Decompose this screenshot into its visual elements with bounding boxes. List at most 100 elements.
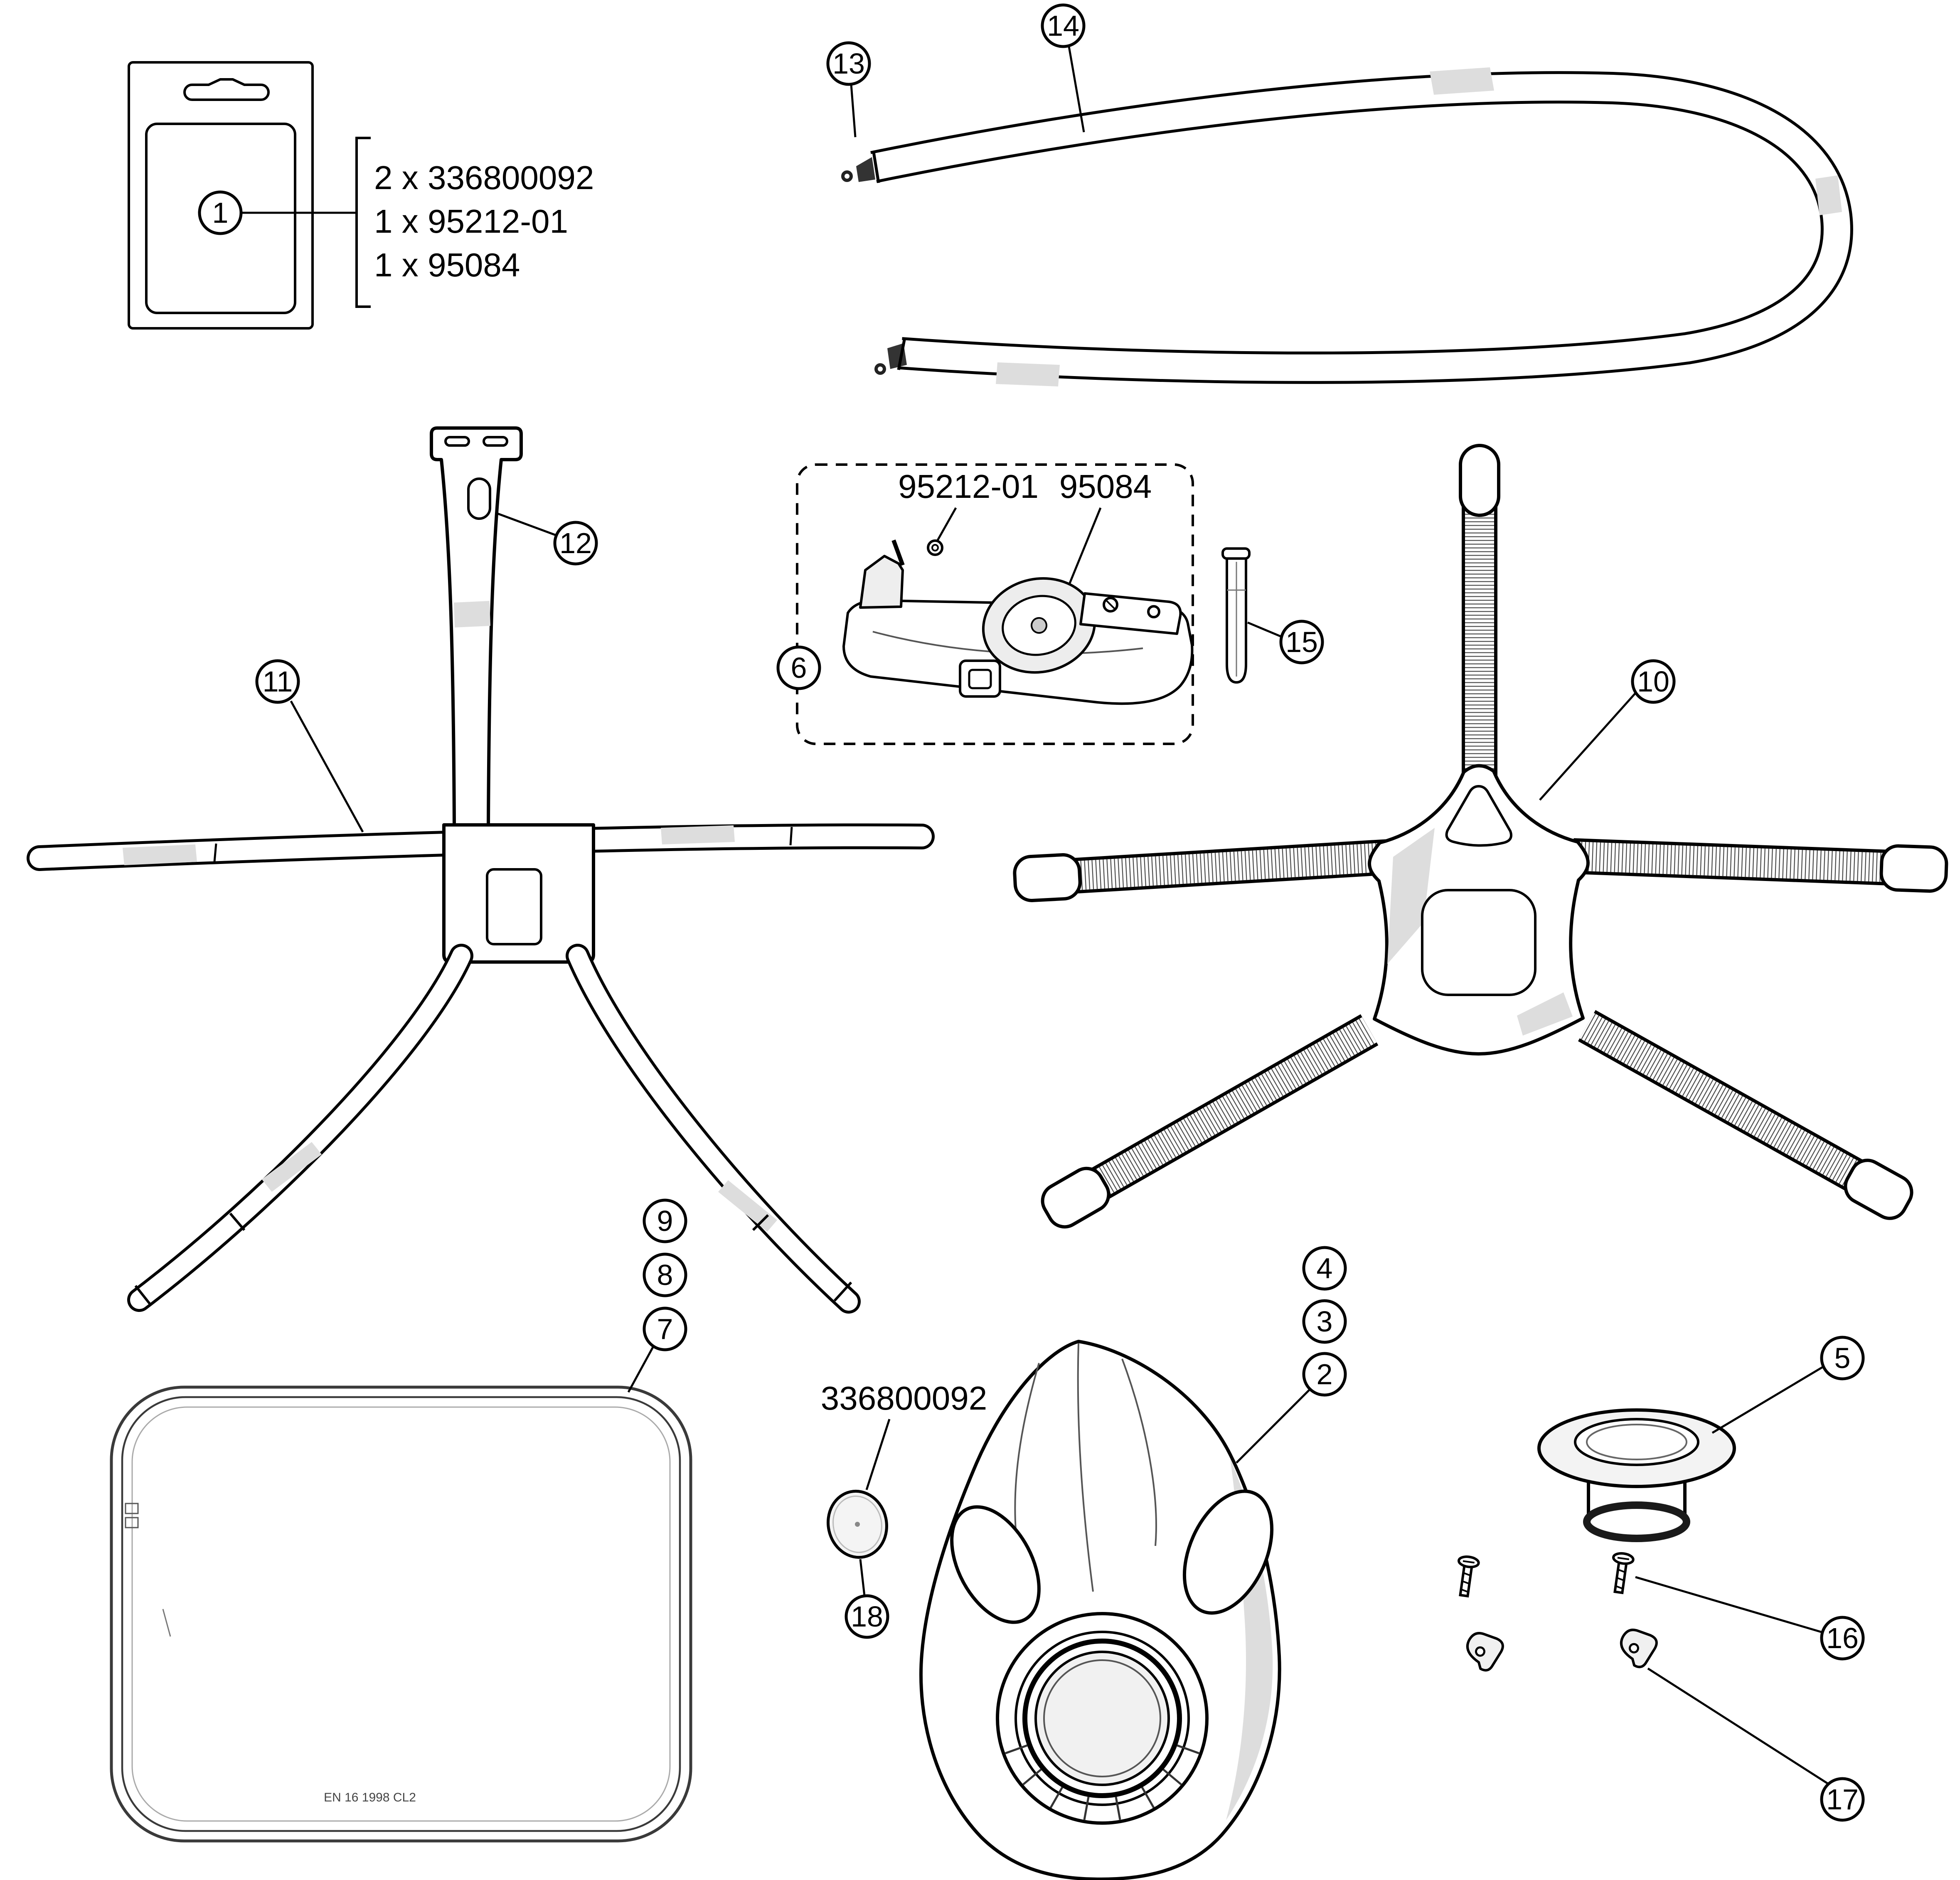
- strap-end-clip-bottom: [874, 340, 907, 375]
- leader-line: [496, 512, 556, 536]
- callout-14: 14: [1041, 3, 1086, 48]
- valve-pin: [891, 539, 905, 566]
- screw-slot: [1463, 1560, 1475, 1564]
- screws-and-clips: 16 17: [1458, 1552, 1865, 1822]
- callout-2-circle: [1302, 1352, 1347, 1397]
- callout-1-label: 1: [212, 197, 229, 229]
- visor-inner-line: [131, 1406, 671, 1822]
- cover-screw-slot: [1106, 600, 1115, 610]
- mask-seam: [1121, 1358, 1157, 1546]
- o-ring-inner: [931, 544, 939, 551]
- mask-seam: [1077, 1343, 1094, 1592]
- callout-1: 1: [198, 190, 243, 235]
- package-contents-line-3: 1 x 95084: [374, 246, 520, 283]
- callout-10: 10: [1631, 659, 1676, 704]
- strap-shading-patch: [996, 362, 1060, 386]
- mask-right-valve-hole: [1182, 1489, 1274, 1615]
- clip-hole: [1628, 1643, 1639, 1654]
- strap-shading-patch: [1815, 175, 1842, 215]
- lower-left-strap-ribs: [1090, 1017, 1377, 1198]
- port-opening: [1574, 1418, 1699, 1466]
- strap-end-cap: [1879, 844, 1948, 893]
- callout-16-circle: [1820, 1616, 1865, 1661]
- callout-7-circle: [643, 1307, 687, 1351]
- callout-8-label: 8: [657, 1259, 673, 1291]
- leg-end-tick: [134, 1285, 153, 1307]
- callout-9-label: 9: [657, 1205, 673, 1237]
- clip-right: [1620, 1629, 1658, 1668]
- pad-triangle-hole: [1445, 785, 1512, 847]
- inner-mask: 4 3 2: [919, 1246, 1347, 1880]
- bar-shading-patch: [123, 844, 197, 865]
- top-strap-end-cap: [1459, 444, 1500, 517]
- strap-shading-patch: [1430, 67, 1494, 95]
- screw-slot: [1617, 1557, 1629, 1560]
- callout-11-label: 11: [263, 665, 293, 698]
- mask-port-opening: [1034, 1651, 1170, 1786]
- leader-line: [1635, 1576, 1823, 1634]
- visor-outer-line: [110, 1385, 692, 1843]
- callout-3-circle: [1302, 1299, 1347, 1344]
- leader-line: [1539, 692, 1636, 801]
- callout-10-label: 10: [1637, 665, 1669, 698]
- pad-centre-hole: [1421, 889, 1536, 996]
- head-harness: 10: [1013, 444, 1948, 1229]
- callout-8-circle: [643, 1253, 687, 1297]
- bar-shading-patch: [661, 825, 735, 844]
- leader-line: [1711, 1366, 1823, 1434]
- mask-shading-patch: [1226, 1459, 1273, 1820]
- callout-1-circle: [198, 190, 243, 235]
- upper-right-end-cap: [1879, 844, 1948, 893]
- clip-ring-icon: [841, 170, 853, 182]
- diaphragm-hub: [1031, 617, 1047, 634]
- harness-right-leg-fill: [569, 947, 858, 1311]
- disc-centre-dot: [855, 1522, 860, 1527]
- callout-8: 8: [643, 1253, 687, 1297]
- callout-12-circle: [553, 521, 598, 566]
- clip-left: [1466, 1632, 1504, 1672]
- leader-line: [859, 1559, 866, 1596]
- callout-5: 5: [1820, 1336, 1865, 1380]
- callout-17-label: 17: [1826, 1783, 1859, 1816]
- callout-6-label: 6: [791, 652, 807, 684]
- disc-inner: [832, 1495, 882, 1553]
- leader-line: [1247, 621, 1282, 638]
- clip-ring-icon: [874, 363, 886, 375]
- callout-9: 9: [643, 1198, 687, 1243]
- valve-latch-inner: [968, 669, 992, 689]
- lower-right-end-cap: [1844, 1159, 1913, 1220]
- callout-4-circle: [1302, 1246, 1347, 1291]
- package-contents-line-1: 2 x 336800092: [374, 159, 594, 196]
- callout-11-circle: [255, 659, 300, 704]
- port-opening-inner: [1586, 1424, 1687, 1460]
- pad-shading-patch: [1387, 828, 1435, 964]
- strap-keyhole-slot: [467, 477, 491, 520]
- visor-marking-text: EN 16 1998 CL2: [324, 1791, 416, 1804]
- upper-left-strap-ribs: [1069, 842, 1391, 891]
- upper-left-end-cap: [1013, 853, 1082, 902]
- valve-latch: [959, 659, 1001, 698]
- callout-15-label: 15: [1285, 626, 1318, 658]
- visor-mid-line: [121, 1396, 681, 1832]
- callout-2: 2: [1302, 1352, 1347, 1397]
- visor-detail: [162, 1609, 171, 1637]
- callout-3-label: 3: [1317, 1305, 1333, 1338]
- neck-strap: 13 14: [826, 3, 1853, 386]
- mask-port-inner-ring: [1043, 1659, 1161, 1777]
- mask-port-dark-ring: [1022, 1639, 1182, 1798]
- strap-end-cap: [1844, 1159, 1913, 1220]
- disc-drawing: [827, 1489, 888, 1559]
- callout-14-label: 14: [1047, 10, 1079, 42]
- pin-part: 15: [1221, 547, 1324, 684]
- screw-right: [1612, 1552, 1635, 1595]
- o-ring: [927, 539, 943, 556]
- strap-band-fill: [871, 74, 1850, 381]
- callout-18: 18: [845, 1594, 889, 1639]
- leg-shading-patch: [262, 1142, 322, 1192]
- callout-7: 7: [643, 1307, 687, 1351]
- lower-right-strap-ribs: [1579, 1013, 1864, 1190]
- callout-3: 3: [1302, 1299, 1347, 1344]
- cover-screw-icon: [1147, 605, 1160, 618]
